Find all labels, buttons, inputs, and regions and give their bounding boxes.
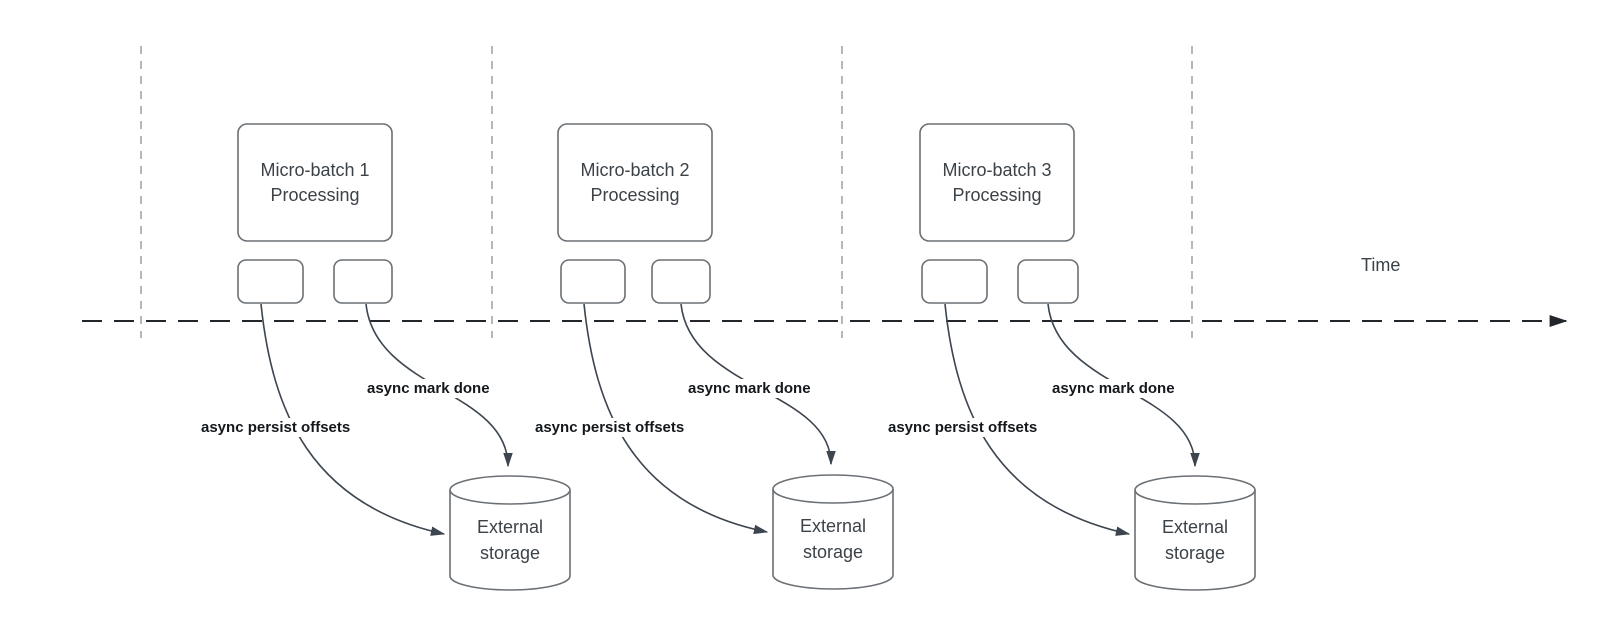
batch-1-title: Micro-batch 1 Processing xyxy=(238,124,392,241)
batch-1-title-line1: Micro-batch 1 xyxy=(260,159,370,180)
batch-3-storage-line2: storage xyxy=(1164,543,1226,563)
batch-1-group xyxy=(237,123,571,591)
batch-3-title-line1: Micro-batch 3 xyxy=(942,159,1052,180)
batch-1-storage-label: External storage xyxy=(450,497,570,583)
batch-2-persist-label: async persist offsets xyxy=(532,418,688,437)
batch-2-task-box-b xyxy=(651,259,711,304)
batch-3-storage-cylinder xyxy=(1134,475,1256,591)
batch-3-group xyxy=(919,123,1256,591)
batch-2-storage-label: External storage xyxy=(773,496,893,582)
batch-2-done-label: async mark done xyxy=(685,379,814,398)
batch-1-storage-line2: storage xyxy=(479,543,541,563)
batch-1-task-box-a xyxy=(237,259,304,304)
batch-1-task-box-b xyxy=(333,259,393,304)
batch-3-done-label: async mark done xyxy=(1049,379,1178,398)
batch-2-task-box-a xyxy=(560,259,626,304)
batch-2-processing-box xyxy=(557,123,713,242)
batch-1-persist-arrow xyxy=(260,303,446,536)
batch-2-title: Micro-batch 2 Processing xyxy=(558,124,712,241)
batch-3-processing-box xyxy=(919,123,1075,242)
batch-3-title: Micro-batch 3 Processing xyxy=(920,124,1074,241)
batch-3-task-box-a xyxy=(921,259,988,304)
batch-2-title-line1: Micro-batch 2 xyxy=(580,159,690,180)
batch-2-storage-cylinder xyxy=(772,474,894,590)
batch-1-title-line2: Processing xyxy=(270,184,360,205)
batch-1-storage-cylinder xyxy=(449,475,571,591)
batch-1-storage-line1: External xyxy=(476,517,544,537)
time-gridlines xyxy=(140,46,1193,338)
batch-3-title-line2: Processing xyxy=(952,184,1042,205)
batch-3-storage-label: External storage xyxy=(1135,497,1255,583)
batch-3-storage-cylinder-rim xyxy=(1134,489,1256,505)
batch-1-persist-label: async persist offsets xyxy=(198,418,354,437)
batch-2-title-line2: Processing xyxy=(590,184,680,205)
batch-2-storage-line1: External xyxy=(799,516,867,536)
batch-3-storage-line1: External xyxy=(1161,517,1229,537)
batch-2-persist-arrow xyxy=(583,303,769,535)
batch-2-group xyxy=(557,123,894,590)
batch-1-done-label: async mark done xyxy=(364,379,493,398)
time-label: Time xyxy=(1361,255,1401,275)
batch-2-storage-line2: storage xyxy=(802,542,864,562)
batch-2-storage-cylinder-rim xyxy=(772,488,894,504)
batch-3-persist-label: async persist offsets xyxy=(885,418,1041,437)
batch-3-persist-arrow xyxy=(944,303,1131,536)
batch-3-task-box-b xyxy=(1017,259,1079,304)
batch-1-processing-box xyxy=(237,123,393,242)
batch-1-storage-cylinder-rim xyxy=(449,489,571,505)
